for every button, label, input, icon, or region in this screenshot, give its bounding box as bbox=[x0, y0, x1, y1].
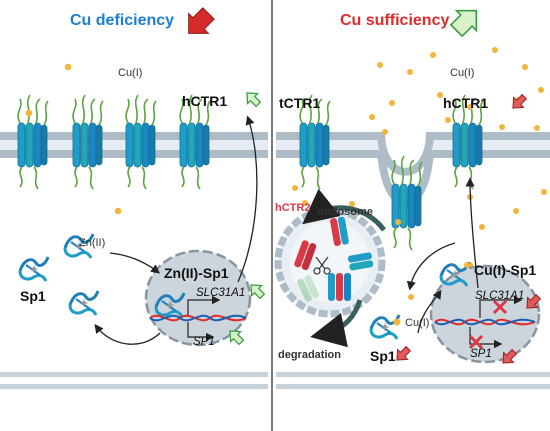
sp1-protein bbox=[369, 313, 401, 341]
tctr1-label: tCTR1 bbox=[279, 95, 320, 111]
hctr1-receptor bbox=[179, 94, 211, 190]
down-arrow-icon bbox=[396, 345, 412, 361]
hctr1-receptor bbox=[17, 94, 49, 190]
copper-ions-left bbox=[25, 63, 122, 215]
nucleus-left bbox=[144, 249, 252, 347]
right-title: Cu sufficiency bbox=[340, 12, 449, 29]
sp1-protein bbox=[68, 289, 100, 317]
zn-label: Zn(II) bbox=[79, 237, 105, 249]
sp1-gene-left: SP1 bbox=[193, 336, 215, 348]
copper-binding-arrow bbox=[406, 242, 456, 291]
expression-arrow bbox=[465, 177, 479, 289]
copper-ion bbox=[393, 318, 401, 326]
up-arrow-icon bbox=[246, 92, 262, 108]
endosome bbox=[274, 206, 386, 318]
degradation-label: degradation bbox=[278, 349, 341, 361]
down-arrow-icon bbox=[502, 348, 518, 364]
sp1-protein bbox=[18, 255, 50, 283]
sp1-label-left: Sp1 bbox=[20, 288, 46, 304]
down-arrow-icon bbox=[512, 93, 528, 109]
zn-sp1-label: Zn(II)-Sp1 bbox=[164, 265, 229, 281]
bottom-membrane bbox=[0, 372, 550, 389]
nucleus-right bbox=[429, 260, 541, 364]
scissors-icon bbox=[313, 256, 331, 275]
expression-arrow bbox=[237, 115, 258, 283]
up-arrow-icon bbox=[250, 284, 266, 300]
endosome-label: endosome bbox=[318, 206, 373, 218]
internalization-arrow bbox=[302, 188, 387, 232]
slc-gene-right: SLC31A1 bbox=[475, 290, 524, 302]
import-arrow bbox=[417, 289, 442, 334]
export-arrow bbox=[94, 323, 161, 345]
hctr1-receptor bbox=[125, 94, 157, 190]
hctr2-label: hCTR2 bbox=[275, 202, 310, 214]
hctr1-label-left: hCTR1 bbox=[182, 93, 227, 109]
hctr1-label-right: hCTR1 bbox=[443, 95, 488, 111]
cu-label-left: Cu(I) bbox=[118, 67, 142, 79]
up-arrow-icon bbox=[229, 330, 245, 346]
degradation-arrow bbox=[310, 299, 363, 348]
sp1-gene-right: SP1 bbox=[470, 348, 492, 360]
up-arrow-icon bbox=[449, 9, 478, 38]
binding-arrow bbox=[109, 252, 161, 274]
slc-gene-left: SLC31A1 bbox=[196, 287, 245, 299]
cu-label-right: Cu(I) bbox=[450, 67, 474, 79]
down-arrow-icon bbox=[188, 7, 215, 34]
hctr1-receptor bbox=[72, 94, 104, 190]
down-arrow-icon bbox=[526, 293, 542, 309]
cu-bound-label: Cu(I) bbox=[405, 317, 429, 329]
left-title: Cu deficiency bbox=[70, 12, 174, 29]
sp1-label-right: Sp1 bbox=[370, 348, 396, 364]
cu-sp1-label: Cu(I)-Sp1 bbox=[474, 262, 536, 278]
